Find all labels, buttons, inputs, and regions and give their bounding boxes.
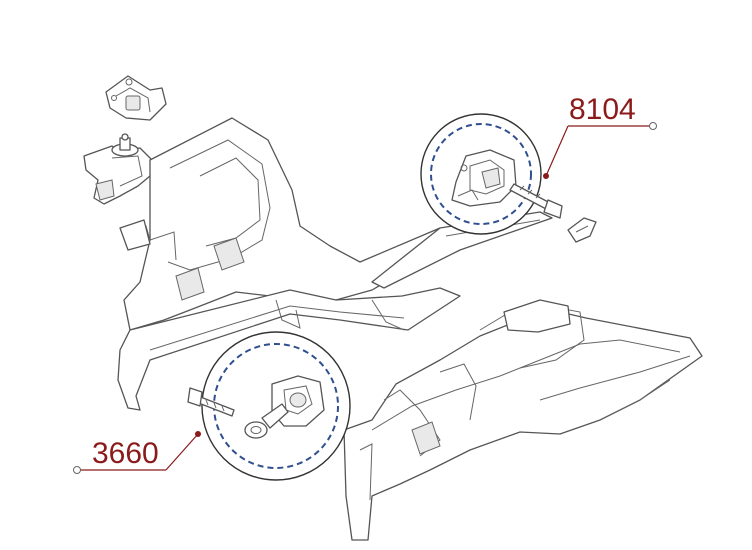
transmission-mount-bolt — [509, 183, 563, 219]
engine-mount-bracket — [105, 75, 167, 121]
transmission-mount-nut-clip — [567, 217, 597, 243]
front-body-frame-left — [117, 117, 553, 411]
callout-8104: 8104 — [543, 93, 657, 179]
engine-mount-insulator — [83, 133, 153, 205]
callout-label-3660: 3660 — [92, 437, 159, 470]
front-body-frame-right — [343, 299, 703, 541]
callout-3660: 3660 — [73, 431, 201, 474]
torque-rod-bolt — [187, 387, 235, 417]
callout-label-8104: 8104 — [569, 93, 636, 126]
detail-circle-transmission-mount — [420, 113, 542, 235]
